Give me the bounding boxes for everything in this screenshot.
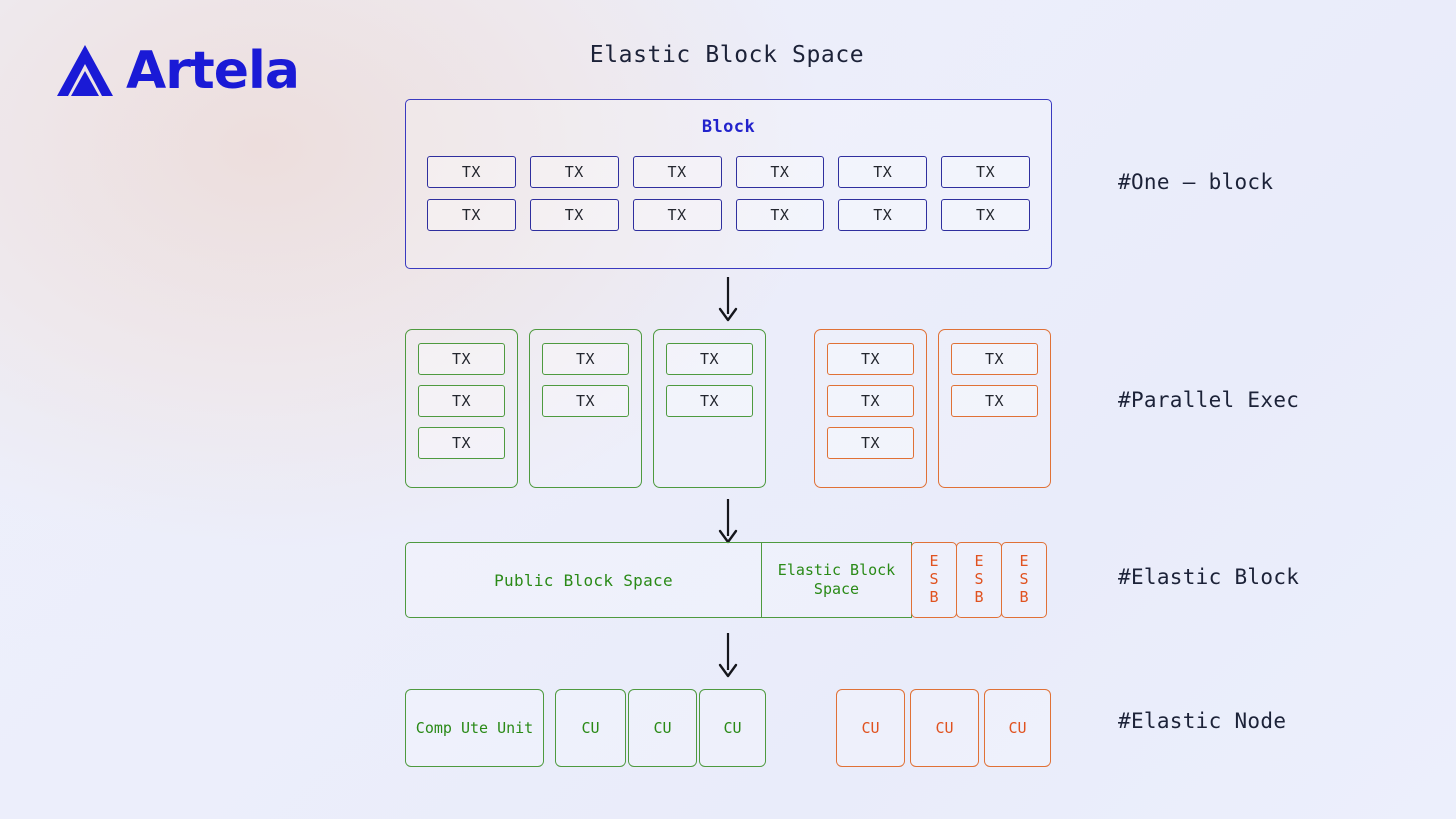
brand-name: Artela [126, 41, 300, 101]
tx-box: TX [418, 343, 505, 375]
tx-label: TX [860, 392, 881, 410]
tx-box: TX [838, 199, 928, 231]
parallel-column-5: TX TX [938, 329, 1051, 488]
compute-unit-label: Comp Ute Unit [415, 718, 534, 737]
tx-box: TX [941, 156, 1030, 188]
artela-logo: Artela [54, 41, 300, 101]
tx-box: TX [827, 427, 914, 459]
cu-label: CU [861, 719, 880, 737]
page-title-text: Elastic Block Space [589, 42, 865, 68]
tx-label: TX [575, 350, 596, 368]
cu-box-green-1: CU [555, 689, 626, 767]
cu-box-orange-1: CU [836, 689, 905, 767]
tx-label: TX [976, 206, 996, 224]
block-tx-grid: TX TX TX TX TX TX TX TX TX TX TX TX [427, 156, 1030, 231]
tx-box: TX [418, 427, 505, 459]
tx-box: TX [951, 385, 1038, 417]
tx-label: TX [873, 206, 893, 224]
block-container: Block TX TX TX TX TX TX TX TX TX TX TX T… [405, 99, 1052, 269]
parallel-column-4: TX TX TX [814, 329, 927, 488]
elastic-node-container: Comp Ute Unit CU CU CU CU CU CU [405, 689, 1052, 767]
annotation-parallel-exec: #Parallel Exec [1118, 388, 1300, 412]
tx-label: TX [770, 163, 790, 181]
tx-box: TX [827, 385, 914, 417]
tx-box: TX [427, 199, 516, 231]
tx-label: TX [860, 350, 881, 368]
tx-label: TX [461, 206, 481, 224]
annotation-one-block: #One – block [1118, 170, 1274, 194]
arrow-down-icon [718, 499, 738, 544]
cu-label: CU [723, 718, 742, 737]
tx-label: TX [575, 392, 596, 410]
tx-box: TX [941, 199, 1030, 231]
tx-box: TX [542, 343, 629, 375]
tx-label: TX [667, 206, 687, 224]
cu-box-orange-2: CU [910, 689, 979, 767]
elastic-block-container: Public Block Space Elastic Block Space E… [405, 542, 1052, 618]
cu-box-orange-3: CU [984, 689, 1051, 767]
tx-label: TX [976, 163, 996, 181]
annotation-elastic-block: #Elastic Block [1118, 565, 1300, 589]
tx-label: TX [770, 206, 790, 224]
cu-label: CU [653, 718, 672, 737]
arrow-down-icon [718, 633, 738, 678]
tx-box: TX [951, 343, 1038, 375]
tx-box: TX [735, 156, 825, 188]
tx-label: TX [451, 350, 472, 368]
tx-label: TX [984, 392, 1005, 410]
cu-box-green-3: CU [699, 689, 766, 767]
parallel-exec-container: TX TX TX TX TX TX TX TX TX TX TX TX [405, 329, 1052, 488]
tx-label: TX [699, 392, 720, 410]
cu-label: CU [1008, 719, 1027, 737]
tx-label: TX [451, 392, 472, 410]
parallel-column-3: TX TX [653, 329, 766, 488]
artela-chevron-logo-icon [57, 45, 113, 96]
tx-box: TX [735, 199, 825, 231]
tx-label: TX [564, 206, 584, 224]
tx-box: TX [418, 385, 505, 417]
arrow-down-icon [718, 277, 738, 322]
tx-label: TX [699, 350, 720, 368]
tx-box: TX [632, 199, 722, 231]
tx-box: TX [529, 199, 619, 231]
tx-label: TX [667, 163, 687, 181]
public-block-space-label: Public Block Space [494, 570, 673, 590]
tx-box: TX [666, 385, 753, 417]
public-block-space-box: Public Block Space [405, 542, 762, 618]
elastic-block-space-label: Elastic Block Space [777, 560, 896, 599]
tx-box: TX [529, 156, 619, 188]
compute-unit-box: Comp Ute Unit [405, 689, 544, 767]
tx-box: TX [542, 385, 629, 417]
tx-box: TX [427, 156, 516, 188]
tx-box: TX [827, 343, 914, 375]
cu-label: CU [935, 719, 954, 737]
tx-label: TX [860, 434, 881, 452]
cu-box-green-2: CU [628, 689, 697, 767]
tx-box: TX [838, 156, 928, 188]
parallel-column-2: TX TX [529, 329, 642, 488]
tx-label: TX [564, 163, 584, 181]
tx-box: TX [666, 343, 753, 375]
block-heading: Block [701, 117, 756, 137]
tx-label: TX [461, 163, 481, 181]
cu-label: CU [581, 718, 600, 737]
tx-label: TX [873, 163, 893, 181]
elastic-block-space-box: Elastic Block Space [762, 542, 912, 618]
parallel-column-1: TX TX TX [405, 329, 518, 488]
tx-label: TX [984, 350, 1005, 368]
annotation-elastic-node: #Elastic Node [1118, 709, 1287, 733]
tx-label: TX [451, 434, 472, 452]
tx-box: TX [632, 156, 722, 188]
page-title: Elastic Block Space [0, 42, 1456, 68]
